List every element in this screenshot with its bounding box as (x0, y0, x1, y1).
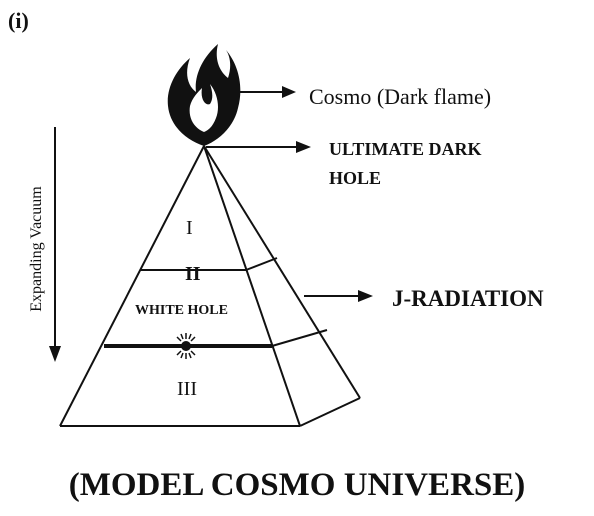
pyramid-base-side (299, 397, 361, 427)
ultimate-dark-hole-line2: HOLE (329, 168, 382, 188)
ultimate-dark-hole-label: ULTIMATE DARK HOLE (329, 135, 482, 193)
ultimate-dark-hole-line1: ULTIMATE DARK (329, 139, 482, 159)
expanding-vacuum-arrow-icon (49, 127, 61, 362)
region-three-label: III (177, 378, 197, 400)
j-radiation-label: J-RADIATION (392, 286, 544, 311)
region-two-label: II (185, 263, 201, 285)
panel-label: (i) (8, 8, 29, 33)
flame-label: Cosmo (Dark flame) (309, 84, 492, 109)
region-one-label: I (186, 217, 193, 239)
radiating-star-icon (173, 333, 199, 359)
white-hole-label: WHITE HOLE (135, 303, 228, 318)
j-radiation-arrow-icon (304, 290, 373, 302)
flame-icon (167, 44, 241, 146)
level-divider-upper-side (245, 257, 278, 271)
flame-arrow-icon (240, 86, 296, 98)
dark-hole-arrow-icon (206, 141, 311, 153)
pyramid-front-right-edge (203, 145, 301, 427)
level-divider-lower-side (271, 329, 328, 347)
figure-caption: (MODEL COSMO UNIVERSE) (68, 467, 526, 503)
pyramid-left-edge (59, 145, 205, 427)
pyramid (59, 145, 361, 427)
expanding-vacuum-label: Expanding Vacuum (28, 186, 45, 312)
pyramid-back-edge (203, 145, 361, 399)
